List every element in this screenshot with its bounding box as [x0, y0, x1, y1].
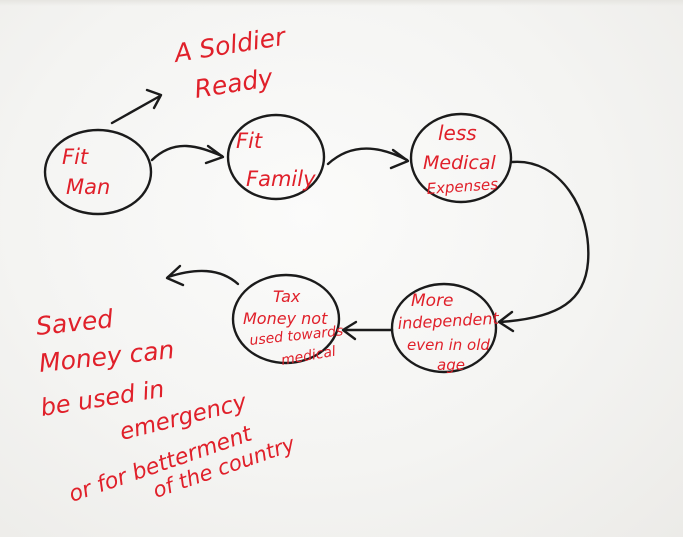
fit-man-line2: Man [66, 175, 110, 199]
fit-man-line1: Fit [62, 145, 89, 169]
arrow-tax-to-saved [166, 269, 240, 286]
arrow-to-soldier [110, 94, 162, 125]
arrow-to-soldier-head [145, 88, 163, 110]
arrow-independent-to-tax-head [341, 320, 358, 341]
soldier-ready-note: A Soldier Ready [170, 22, 288, 104]
node-more-independent-circle [390, 282, 498, 374]
arrow-medical-to-independent [498, 160, 590, 324]
arrow-tax-to-saved-head [165, 264, 185, 287]
node-fit-man: Fit Man [62, 145, 110, 199]
arrow-medical-to-independent-head [497, 310, 515, 333]
fit-family-line1: Fit [236, 129, 263, 153]
more-independent-line2: independent [397, 309, 500, 333]
less-medical-line2: Medical [423, 152, 497, 174]
tax-money-line1: Tax [273, 287, 301, 306]
node-fit-man-circle [43, 128, 153, 216]
soldier-note-line2: Ready [192, 63, 275, 104]
node-fit-family: Fit Family [236, 129, 316, 191]
arrow-family-to-medical [326, 147, 409, 166]
fit-family-line2: Family [246, 167, 316, 191]
tax-money-line4: medical [280, 344, 337, 369]
arrow-family-to-medical-head [389, 148, 410, 170]
more-independent-line3: even in old [407, 336, 490, 354]
tax-money-line2: Money not [243, 309, 328, 328]
node-less-medical: less Medical Expenses [423, 121, 499, 198]
soldier-note-line1: A Soldier [170, 22, 288, 69]
arrow-man-to-family [150, 144, 224, 162]
node-less-medical-circle [409, 112, 513, 204]
paper-edge [0, 0, 683, 6]
more-independent-line4: age [437, 356, 465, 374]
more-independent-line1: More [411, 291, 454, 311]
saved-note-line2: Money can [38, 335, 176, 378]
arrow-man-to-family-head [204, 144, 225, 165]
node-more-independent: More independent even in old age [397, 291, 500, 374]
saved-note-line1: Saved [35, 304, 115, 341]
less-medical-line1: less [438, 121, 477, 145]
less-medical-line3: Expenses [426, 175, 499, 198]
node-fit-family-circle [226, 113, 326, 201]
node-tax-money-circle [231, 273, 341, 365]
